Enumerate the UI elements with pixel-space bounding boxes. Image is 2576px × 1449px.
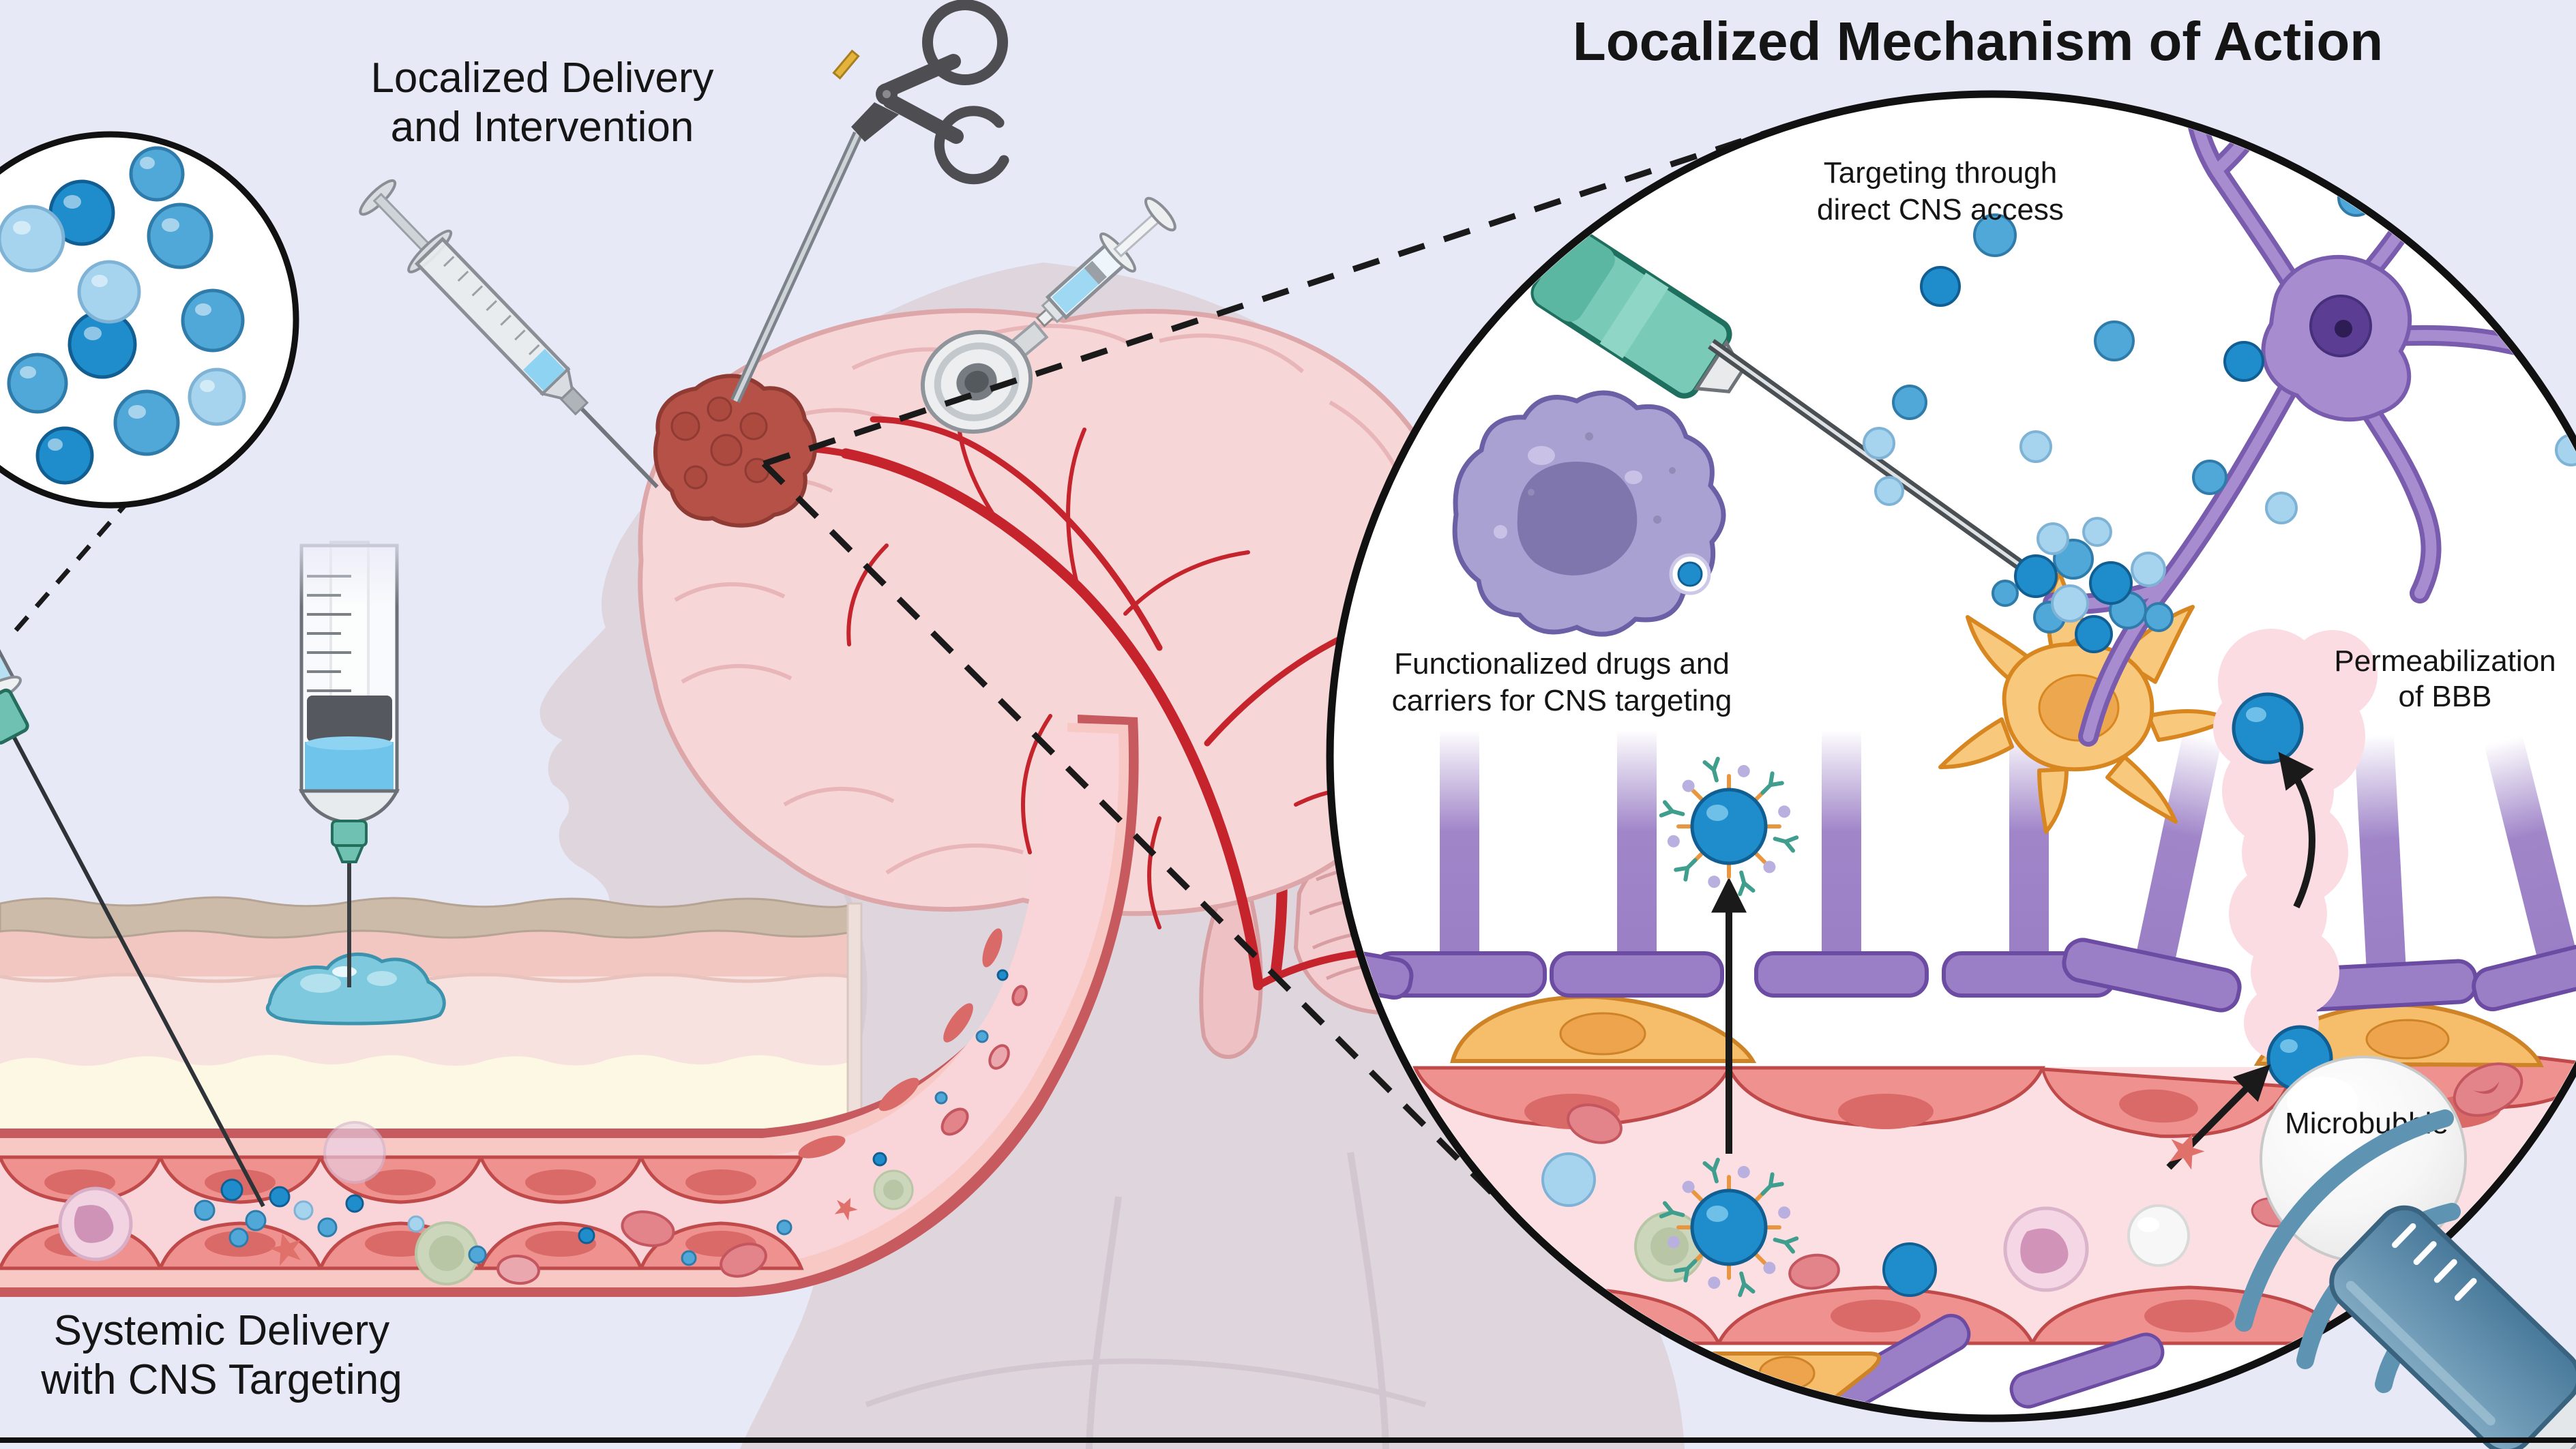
callout-dashes-icon <box>761 123 1786 1227</box>
functionalized-label-line2: carriers for CNS targeting <box>1392 684 1732 717</box>
green-cell-icon <box>415 1169 914 1285</box>
blood-vessel-icon <box>0 715 1139 1297</box>
needle-icon <box>1530 228 2032 576</box>
microglia-icon <box>1452 390 1726 637</box>
systemic-delivery-label-line2: with CNS Targeting <box>40 1356 402 1403</box>
port-syringe-icon <box>1035 196 1176 328</box>
hydrogel-depot-icon <box>265 952 446 1026</box>
localized-delivery-label-line2: and Intervention <box>391 104 694 151</box>
page-title: Localized Mechanism of Action <box>1573 11 2383 72</box>
drug-particles-in-blood <box>194 969 1009 1266</box>
syringe-icon <box>359 179 659 489</box>
escaping-particle-icon <box>2232 692 2304 764</box>
functionalized-label-line1: Functionalized drugs and <box>1394 647 1730 681</box>
targeting-label-line2: direct CNS access <box>1817 193 2064 226</box>
red-blood-cell-icon <box>497 985 1028 1285</box>
permeabilization-label-line2: of BBB <box>2399 680 2492 713</box>
iv-syringe-icon <box>0 576 265 1208</box>
targeting-label-line1: Targeting through <box>1824 156 2057 190</box>
neuron-icon <box>2053 29 2532 736</box>
grasper-tool-icon <box>730 0 1009 404</box>
systemic-delivery-label-line1: Systemic Delivery <box>54 1307 390 1354</box>
tumor-icon <box>653 374 817 528</box>
ultrasound-transducer-icon <box>2235 1109 2576 1449</box>
cranial-port-icon <box>920 320 1049 434</box>
white-blood-cell-icon <box>58 1121 386 1261</box>
needle-hub-icon <box>331 820 368 863</box>
permeabilization-label-line1: Permeabilization <box>2334 644 2556 678</box>
localized-delivery-label-line1: Localized Delivery <box>370 55 713 102</box>
hydrogel-syringe-icon <box>293 525 406 987</box>
nanoparticles-inset-icon <box>0 131 299 509</box>
platelet-icon <box>269 1197 858 1266</box>
arrow-icon <box>2278 751 2315 909</box>
